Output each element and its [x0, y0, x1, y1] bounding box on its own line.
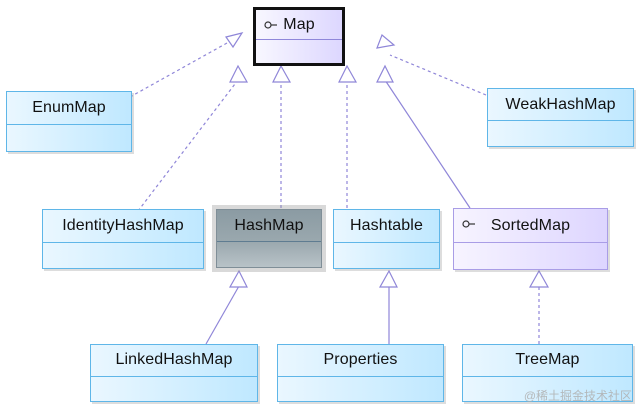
linkedhashmap-node-divider	[91, 375, 257, 377]
triangle-linkedhashmap-hashmap	[228, 269, 248, 288]
map-node-label: Map	[283, 15, 315, 33]
treemap-node-divider	[463, 375, 632, 377]
triangle-sortedmap-map	[376, 64, 394, 83]
properties-class-node[interactable]: Properties	[277, 344, 444, 402]
weakhashmap-class-node[interactable]: WeakHashMap	[487, 88, 634, 147]
triangle-enummap-map	[225, 32, 244, 49]
interface-lollipop-icon	[264, 21, 277, 29]
treemap-class-node[interactable]: TreeMap	[462, 344, 633, 402]
linkedhashmap-class-node[interactable]: LinkedHashMap	[90, 344, 258, 402]
treemap-node-label: TreeMap	[515, 351, 580, 369]
edge-identityhashmap-map	[137, 79, 239, 212]
hashmap-node-label: HashMap	[234, 216, 304, 234]
sortedmap-interface-node[interactable]: SortedMap	[453, 208, 608, 270]
map-node-divider	[256, 39, 342, 41]
sortedmap-node-divider	[454, 242, 607, 243]
weakhashmap-node-label: WeakHashMap	[505, 95, 616, 113]
hashmap-node-divider	[217, 241, 321, 243]
map-interface-node[interactable]: Map	[253, 7, 345, 66]
hashmap-class-node[interactable]: HashMap	[216, 209, 322, 268]
sortedmap-node-label: SortedMap	[490, 216, 571, 234]
enummap-node-label: EnumMap	[32, 99, 106, 117]
properties-node-divider	[278, 375, 443, 377]
triangle-weakhashmap-map	[376, 34, 396, 49]
edge-sortedmap-map	[384, 79, 471, 209]
properties-node-label: Properties	[323, 351, 398, 369]
edge-linkedhashmap-hashmap	[205, 285, 240, 345]
enummap-node-divider	[7, 124, 131, 126]
weakhashmap-node-divider	[488, 120, 633, 122]
edge-weakhashmap-map	[389, 54, 487, 96]
edge-enummap-map	[129, 37, 237, 98]
enummap-class-node[interactable]: EnumMap	[6, 91, 132, 152]
triangle-hashmap-map	[272, 64, 292, 83]
identityhashmap-node-divider	[43, 241, 203, 243]
interface-lollipop-icon	[462, 220, 475, 228]
hashtable-class-node[interactable]: Hashtable	[333, 209, 440, 269]
watermark-text: @稀土掘金技术社区	[523, 389, 632, 403]
triangle-properties-hashtable	[378, 269, 398, 288]
hashtable-node-divider	[334, 241, 439, 243]
hashtable-node-label: Hashtable	[350, 216, 423, 234]
identityhashmap-class-node[interactable]: IdentityHashMap	[42, 209, 204, 269]
triangle-identityhashmap-map	[229, 64, 249, 83]
triangle-hashtable-map	[338, 64, 358, 83]
triangle-treemap-sortedmap	[528, 269, 550, 288]
linkedhashmap-node-label: LinkedHashMap	[115, 351, 233, 369]
identityhashmap-node-label: IdentityHashMap	[62, 216, 184, 234]
